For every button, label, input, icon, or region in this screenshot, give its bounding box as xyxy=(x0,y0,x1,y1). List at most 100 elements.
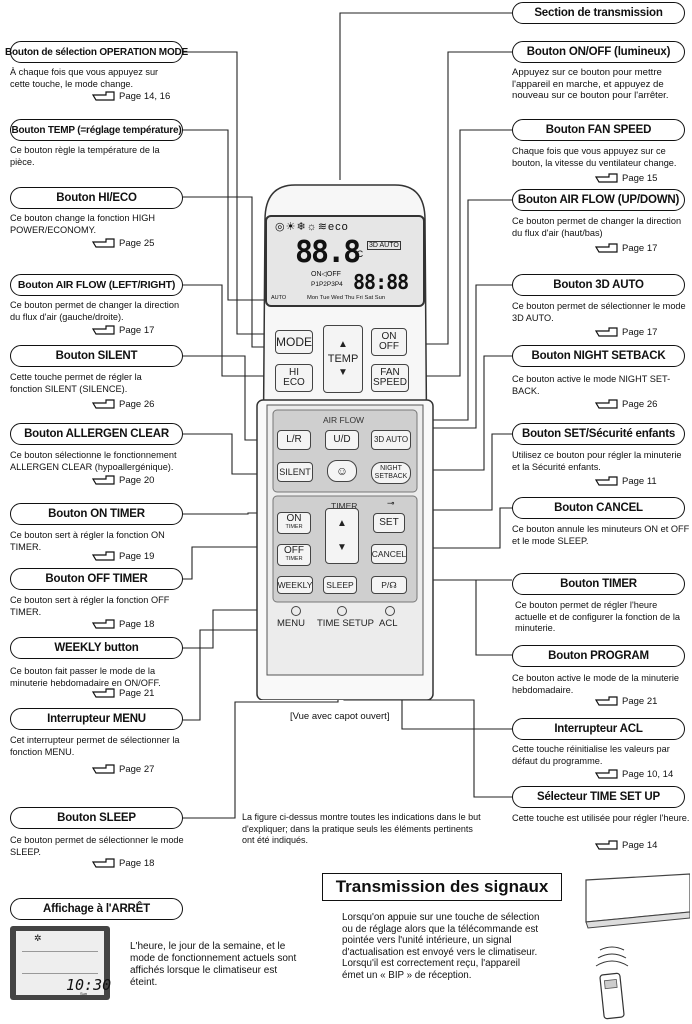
page-set: Page 11 xyxy=(595,474,657,488)
pointing-hand-icon xyxy=(595,397,619,411)
acl-label: ACL xyxy=(379,618,398,629)
3d-auto-button[interactable]: 3D AUTO xyxy=(371,430,411,450)
lcd-display: ◎☀❄☼≋eco 88.8 °C 3D AUTO ON◁OFF P1P2P3P4… xyxy=(265,215,425,307)
temp-button[interactable]: ▲ TEMP ▼ xyxy=(323,325,363,393)
page-acl: Page 10, 14 xyxy=(595,767,673,781)
desc-allergen: Ce bouton sélectionne le fonctionnement … xyxy=(10,450,177,472)
timer-down-icon[interactable]: ▼ xyxy=(337,542,347,553)
signals-title: Transmission des signaux xyxy=(322,873,562,901)
callout-mode: Bouton de sélection OPERATION MODE xyxy=(5,41,188,63)
sleep-button[interactable]: SLEEP xyxy=(323,576,357,594)
callout-3dauto: Bouton 3D AUTO xyxy=(512,274,685,296)
air-conditioner-illustration xyxy=(585,873,690,1020)
page-ontimer: Page 19 xyxy=(92,549,154,563)
program-button[interactable]: P/☊ xyxy=(371,576,407,594)
pointing-hand-icon xyxy=(92,397,116,411)
callout-leftright: Bouton AIR FLOW (LEFT/RIGHT) xyxy=(10,274,183,296)
silent-button[interactable]: SILENT xyxy=(277,462,313,482)
desc-onoff: Appuyez sur ce bouton pour mettre l'appa… xyxy=(512,67,669,101)
cancel-button[interactable]: CANCEL xyxy=(371,544,407,564)
lcd-programs: P1P2P3P4 xyxy=(311,281,343,288)
ud-button[interactable]: U/D xyxy=(325,430,359,450)
pointing-hand-icon xyxy=(595,767,619,781)
lr-button[interactable]: L/R xyxy=(277,430,311,450)
page-menu: Page 27 xyxy=(92,762,154,776)
airflow-label: AIR FLOW xyxy=(323,415,365,425)
callout-cancel: Bouton CANCEL xyxy=(512,497,685,519)
page-sleep: Page 18 xyxy=(92,856,154,870)
desc-weekly: Ce bouton fait passer le mode de la minu… xyxy=(10,666,161,688)
desc-updown: Ce bouton permet de changer la direction… xyxy=(512,216,682,238)
desc-silent: Cette touche permet de régler la fonctio… xyxy=(10,372,142,394)
callout-set: Bouton SET/Sécurité enfants xyxy=(512,423,685,445)
signals-body: Lorsqu'on appuie sur une touche de sélec… xyxy=(342,912,540,981)
timesetup-label: TIME SETUP xyxy=(317,618,375,629)
desc-offdisplay: L'heure, le jour de la semaine, et le mo… xyxy=(130,941,297,988)
page-3dauto: Page 17 xyxy=(595,325,657,339)
lcd-auto: AUTO xyxy=(271,295,287,301)
callout-offdisplay: Affichage à l'ARRÊT xyxy=(10,898,183,920)
desc-ontimer: Ce bouton sert à régler la fonction ON T… xyxy=(10,530,165,552)
allergen-icon: ☺ xyxy=(335,464,349,478)
mode-button[interactable]: MODE xyxy=(275,330,313,354)
pointing-hand-icon xyxy=(595,694,619,708)
pointing-hand-icon xyxy=(92,549,116,563)
callout-night: Bouton NIGHT SETBACK xyxy=(512,345,685,367)
desc-set: Utilisez ce bouton pour régler la minute… xyxy=(512,450,682,472)
callout-offtimer: Bouton OFF TIMER xyxy=(10,568,183,590)
desc-sleep: Ce bouton permet de sélectionner le mode… xyxy=(10,835,184,857)
desc-offtimer: Ce bouton sert à régler la fonction OFF … xyxy=(10,595,170,617)
desc-fanspeed: Chaque fois que vous appuyez sur ce bout… xyxy=(512,146,677,168)
callout-ontimer: Bouton ON TIMER xyxy=(10,503,183,525)
page-weekly: Page 21 xyxy=(92,686,154,700)
timer-label: TIMER xyxy=(331,501,358,511)
pointing-hand-icon xyxy=(92,236,116,250)
callout-temp: Bouton TEMP (=réglage température) xyxy=(10,119,183,141)
pointing-hand-icon xyxy=(92,89,116,103)
page-offtimer: Page 18 xyxy=(92,617,154,631)
caption: [Vue avec capot ouvert] xyxy=(290,711,390,722)
desc-program: Ce bouton active le mode de la minuterie… xyxy=(512,673,680,695)
page-hieco: Page 25 xyxy=(92,236,154,250)
pointing-hand-icon xyxy=(92,762,116,776)
desc-hieco: Ce bouton change la fonction HIGH POWER/… xyxy=(10,213,156,235)
pointing-hand-icon xyxy=(92,856,116,870)
lcd-unit: °C xyxy=(353,249,364,259)
lcd-temp-digits: 88.8 xyxy=(295,235,361,270)
page-night: Page 26 xyxy=(595,397,657,411)
desc-leftright: Ce bouton permet de changer la direction… xyxy=(10,300,180,322)
lcd-onoff: ON◁OFF xyxy=(311,271,341,278)
timer-arrows-button[interactable]: ▲ ▼ xyxy=(325,508,359,564)
callout-updown: Bouton AIR FLOW (UP/DOWN) xyxy=(512,189,685,211)
callout-menu: Interrupteur MENU xyxy=(10,708,183,730)
temp-down-icon[interactable]: ▼ xyxy=(338,367,348,378)
allergen-clear-button[interactable]: ☺ xyxy=(327,460,357,482)
acl-switch[interactable] xyxy=(385,606,395,616)
pointing-hand-icon xyxy=(92,617,116,631)
callout-timesetup: Sélecteur TIME SET UP xyxy=(512,786,685,808)
off-display-time: 10:30 xyxy=(66,976,112,994)
page-timesetup: Page 14 xyxy=(595,838,657,852)
timer-up-icon[interactable]: ▲ xyxy=(337,518,347,529)
mode-icons: ◎☀❄☼≋eco xyxy=(275,221,349,233)
remote-control: ◎☀❄☼≋eco 88.8 °C 3D AUTO ON◁OFF P1P2P3P4… xyxy=(255,180,435,700)
pointing-hand-icon xyxy=(92,686,116,700)
timesetup-switch[interactable] xyxy=(337,606,347,616)
set-button[interactable]: SET xyxy=(373,513,405,533)
child-lock-icon: ⊸ xyxy=(387,498,395,508)
menu-switch[interactable] xyxy=(291,606,301,616)
temp-up-icon[interactable]: ▲ xyxy=(338,339,348,350)
lcd-time-digits: 88:88 xyxy=(353,270,409,294)
desc-timesetup: Cette touche est utilisée pour régler l'… xyxy=(512,813,690,823)
weekly-button[interactable]: WEEKLY xyxy=(277,576,313,594)
page-fanspeed: Page 15 xyxy=(595,171,657,185)
page-program: Page 21 xyxy=(595,694,657,708)
callout-silent: Bouton SILENT xyxy=(10,345,183,367)
callout-allergen: Bouton ALLERGEN CLEAR xyxy=(10,423,183,445)
